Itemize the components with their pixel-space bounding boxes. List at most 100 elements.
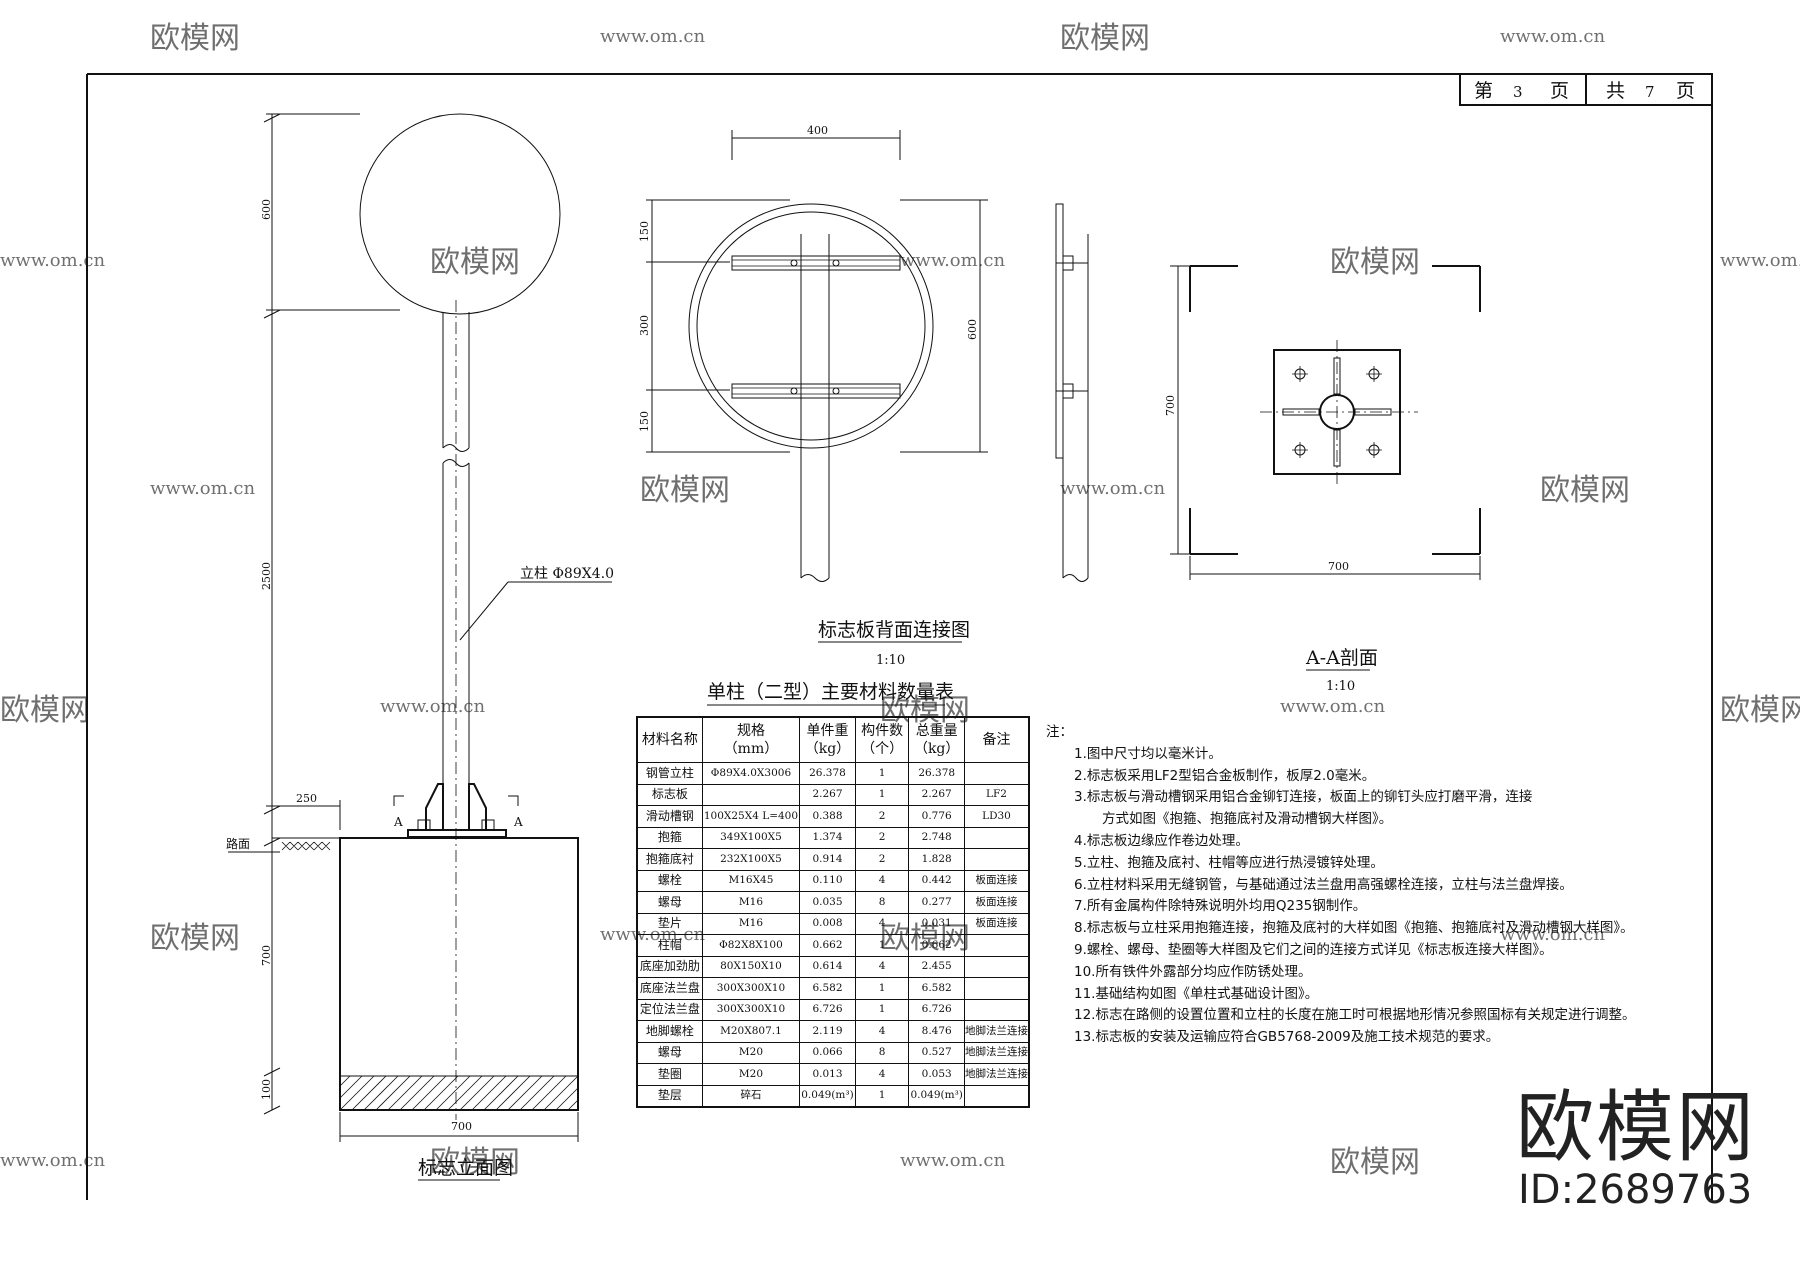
watermark-logo: 欧模网 [1330,245,1420,280]
elevation-view: 600 2500 700 100 立柱 Φ89X4.0 [226,113,614,1181]
dim-cushion-height: 100 [260,1079,273,1100]
table-header-row: 材料名称 规格 （mm） 单件重 （kg） 构件数 （个） 总重量 （kg） 备… [636,716,1030,763]
cell-name: 垫片 [636,912,703,935]
back-view-title: 标志板背面连接图 [818,619,970,641]
header-total-weight: 总重量 （kg） [908,716,965,763]
cell-remark: 板面连接 [963,912,1030,935]
dim-back-top: 150 [638,221,651,242]
cell-unit-weight: 1.374 [799,826,856,849]
material-table: 材料名称 规格 （mm） 单件重 （kg） 构件数 （个） 总重量 （kg） 备… [636,716,1030,1108]
cell-spec: Φ89X4.0X3006 [701,762,801,785]
cell-unit-weight: 0.914 [799,848,856,871]
watermark-url: www.om.cn [600,26,706,47]
header-unit-weight: 单件重 （kg） [799,716,856,763]
cell-remark [963,998,1030,1021]
note-item: 11.基础结构如图《单柱式基础设计图》。 [1074,985,1319,1002]
cell-name: 抱箍 [636,826,703,849]
cell-total-weight: 0.776 [908,805,965,828]
cell-spec: M20 [701,1041,801,1064]
cell-unit-weight: 0.066 [799,1041,856,1064]
header-name: 材料名称 [636,716,703,763]
cell-spec: M20X807.1 [701,1020,801,1043]
cell-total-weight: 1.828 [908,848,965,871]
post-label: 立柱 Φ89X4.0 [520,566,614,582]
cell-unit-weight: 0.035 [799,891,856,914]
foundation-block [339,837,579,1111]
sign-disk [359,113,561,315]
cell-total-weight: 0.527 [908,1041,965,1064]
cell-name: 滑动槽钢 [636,805,703,828]
cell-spec [701,783,801,806]
note-item: 4.标志板边缘应作卷边处理。 [1074,832,1249,849]
cell-unit-weight: 6.582 [799,977,856,1000]
cell-unit-weight: 0.614 [799,955,856,978]
cell-count: 8 [854,1041,910,1064]
cell-spec: 100X25X4 L=400 [701,805,801,828]
cell-remark: 地脚法兰连接 [963,1063,1030,1086]
cell-unit-weight: 2.267 [799,783,856,806]
page-total: 7 [1645,83,1655,101]
watermark-url: www.om.cn [1060,478,1166,499]
cell-count: 1 [854,1084,910,1108]
cell-remark [963,934,1030,957]
dim-sign-height: 600 [260,199,273,220]
material-table-title: 单柱（二型）主要材料数量表 [707,681,954,703]
header-spec: 规格 （mm） [701,716,801,763]
cell-name: 垫圈 [636,1063,703,1086]
cell-count: 2 [854,805,910,828]
page-label-gong: 共 [1606,80,1625,102]
cell-total-weight: 2.748 [908,826,965,849]
cell-spec: 碎石 [701,1084,801,1108]
cell-unit-weight: 0.013 [799,1063,856,1086]
section-mark-right: A [513,815,523,829]
section-view: 700 700 A-A剖面 1:10 [1164,265,1481,694]
watermark-logo: 欧模网 [430,1145,520,1180]
cell-unit-weight: 0.049(m³) [799,1084,856,1108]
page-label-di: 第 [1474,80,1493,102]
cell-name: 螺栓 [636,869,703,892]
cell-total-weight: 0.053 [908,1063,965,1086]
bolt-holes [1292,366,1382,458]
note-item: 8.标志板与立柱采用抱箍连接，抱箍及底衬的大样如图《抱箍、抱箍底衬及滑动槽钢大样… [1074,920,1634,937]
note-item: 9.螺栓、螺母、垫圈等大样图及它们之间的连接方式详见《标志板连接大样图》。 [1074,941,1553,958]
cell-remark [963,977,1030,1000]
watermark-logo: 欧模网 [430,245,520,280]
watermark-logo: 欧模网 [1060,21,1150,56]
page-current: 3 [1513,83,1523,101]
dim-section-width: 700 [1328,560,1349,573]
cell-total-weight: 0.662 [908,934,965,957]
watermark-url: www.om.cn [1500,26,1606,47]
dim-post-height: 2500 [260,562,273,590]
cell-unit-weight: 2.119 [799,1020,856,1043]
cell-total-weight: 0.049(m³) [908,1084,965,1108]
watermark-logo: 欧模网 [1330,1145,1420,1180]
cell-count: 2 [854,848,910,871]
header-unit-weight-text: 单件重 （kg） [804,723,851,757]
cell-spec: M20 [701,1063,801,1086]
cell-spec: 232X100X5 [701,848,801,871]
notes: 注： 1.图中尺寸均以毫米计。 2.标志板采用LF2型铝合金板制作，板厚2.0毫… [1046,722,1686,1049]
cell-remark: 地脚法兰连接 [963,1041,1030,1064]
watermark-url: www.om.cn [1280,696,1386,717]
drawing-border [86,73,1713,1200]
section-view-scale: 1:10 [1326,679,1355,694]
note-item: 10.所有铁件外露部分均应作防锈处理。 [1074,963,1312,980]
cell-unit-weight: 0.008 [799,912,856,935]
note-item: 方式如图《抱箍、抱箍底衬及滑动槽钢大样图》。 [1102,811,1393,828]
cell-name: 标志板 [636,783,703,806]
page-label-ye: 页 [1550,80,1569,102]
cell-remark: 板面连接 [963,891,1030,914]
header-spec-text: 规格 （mm） [723,723,779,757]
watermark-logo: 欧模网 [1540,473,1630,508]
cell-remark: 板面连接 [963,869,1030,892]
cell-total-weight: 6.726 [908,998,965,1021]
header-remark: 备注 [963,716,1030,763]
cell-name: 柱帽 [636,934,703,957]
